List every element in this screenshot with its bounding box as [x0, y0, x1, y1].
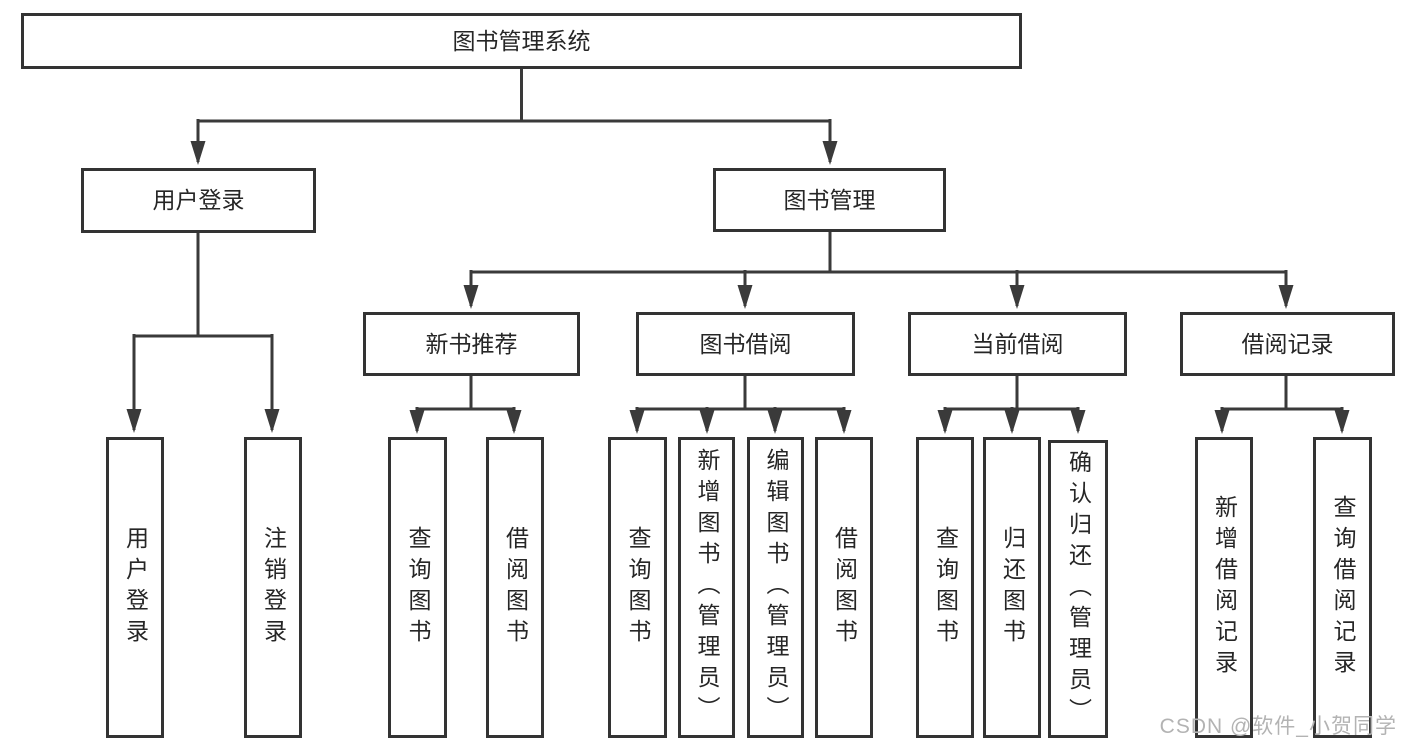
node-root-library-management-system: 图书管理系统: [21, 13, 1022, 69]
connector-records-branch: [1214, 376, 1350, 434]
node-leaf-user-login: 用户登录: [106, 437, 164, 738]
node-leaf-current-confirm-return-admin: 确认归还（管理员）: [1048, 440, 1108, 738]
node-user-login: 用户登录: [81, 168, 316, 233]
node-leaf-records-add-record: 新增借阅记录: [1195, 437, 1253, 738]
node-book-management: 图书管理: [713, 168, 946, 232]
node-leaf-current-return-books: 归还图书: [983, 437, 1041, 738]
node-leaf-borrowing-query-books: 查询图书: [608, 437, 667, 738]
node-book-borrowing: 图书借阅: [636, 312, 855, 376]
connector-book-management-branch: [463, 232, 1294, 309]
connector-user-login-branch: [126, 233, 280, 433]
node-leaf-current-query-books: 查询图书: [916, 437, 974, 738]
connector-root-to-level2: [190, 69, 838, 165]
node-new-book-recommend: 新书推荐: [363, 312, 580, 376]
node-leaf-recommend-borrow-books: 借阅图书: [486, 437, 544, 738]
connector-recommend-branch: [409, 376, 522, 434]
node-current-borrowing: 当前借阅: [908, 312, 1127, 376]
node-leaf-borrowing-edit-books-admin: 编辑图书（管理员）: [747, 437, 804, 738]
connector-current-branch: [937, 376, 1086, 434]
node-leaf-borrowing-add-books-admin: 新增图书（管理员）: [678, 437, 735, 738]
node-leaf-borrowing-borrow-books: 借阅图书: [815, 437, 873, 738]
csdn-watermark: CSDN @软件_小贺同学: [1159, 715, 1397, 738]
node-leaf-records-query-record: 查询借阅记录: [1313, 437, 1372, 738]
node-borrowing-records: 借阅记录: [1180, 312, 1395, 376]
connector-borrowing-branch: [629, 376, 852, 434]
node-leaf-logout: 注销登录: [244, 437, 302, 738]
node-leaf-recommend-query-books: 查询图书: [388, 437, 447, 738]
